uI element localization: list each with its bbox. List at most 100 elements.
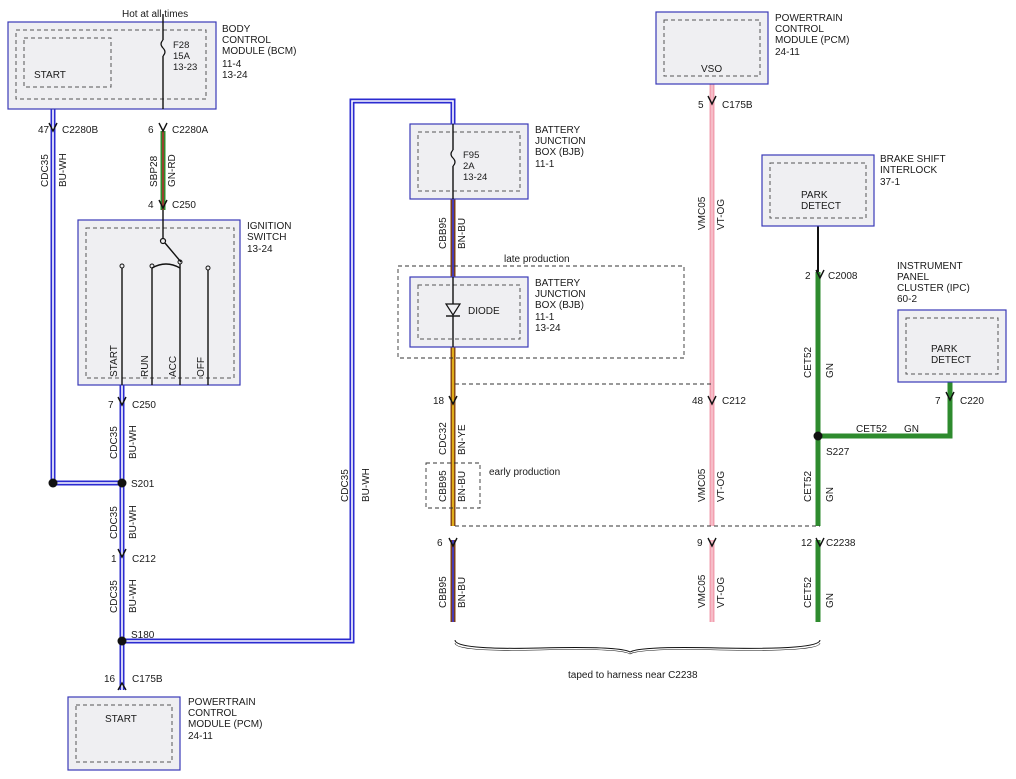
ignition-pos-off: OFF: [196, 357, 207, 377]
f28-fuse-symbol: [160, 39, 166, 57]
bsi-ref: 37-1: [880, 177, 900, 188]
bsi-box: [761, 154, 875, 227]
splice-label-s227: S227: [826, 447, 850, 458]
bjb-fuse-name-1: BATTERY: [535, 125, 581, 136]
wire-label-gn-top: CET52 GN: [803, 346, 836, 378]
connector-c220: 7 C220: [935, 391, 984, 407]
connector-c2238-bn: 6: [437, 537, 458, 549]
pcm-bottom-ref: 24-11: [188, 731, 213, 742]
pcm-bottom-name-2: CONTROL: [188, 708, 237, 719]
wire-color: BU-WH: [128, 505, 139, 539]
connector-arrow: [117, 548, 127, 559]
bcm-fuse-ref: 13-23: [173, 62, 197, 73]
splice-label-s201: S201: [131, 479, 155, 490]
connector-pin: 6: [437, 538, 443, 549]
connector-c250-bottom: 7 C250: [108, 396, 156, 411]
bjb-fuse-ref: 13-24: [463, 172, 487, 183]
wire-circuit: CET52: [803, 470, 814, 502]
bsi-name-1: BRAKE SHIFT: [880, 154, 946, 165]
connector-name: C212: [722, 396, 746, 407]
connector-pin: 5: [698, 100, 704, 111]
wire-color: VT-OG: [716, 577, 727, 608]
splice-dot-s227: [813, 431, 823, 441]
wire-color: BN-BU: [457, 471, 468, 502]
connector-pin: 16: [104, 674, 116, 685]
wire-circuit: CBB95: [438, 217, 449, 249]
connector-pin: 18: [433, 396, 445, 407]
pcm-bottom-pin: START: [105, 714, 137, 725]
bjb-diode-name-3: BOX (BJB): [535, 300, 584, 311]
ignition-pos-acc: ACC: [168, 356, 179, 377]
connector-pin: 1: [111, 554, 117, 565]
wire-label-cdc32: CDC32 BN-YE: [438, 422, 468, 455]
connector-pin: 7: [108, 400, 114, 411]
wire-color: GN: [825, 487, 836, 502]
pcm-top-ref: 24-11: [775, 47, 800, 58]
ipc-component: PARK DETECT INSTRUMENT PANEL CLUSTER (IP…: [897, 261, 1007, 383]
ignition-switch-component: IGNITION SWITCH 13-24 START RUN ACC OFF: [77, 210, 291, 386]
wire-circuit: CDC35: [109, 580, 120, 613]
wire-color: GN: [825, 593, 836, 608]
pcm-bottom-name-3: MODULE (PCM): [188, 719, 262, 730]
late-production-label: late production: [504, 254, 570, 265]
connector-c2280b: 47 C2280B: [38, 122, 98, 136]
pcm-top-component: VSO POWERTRAIN CONTROL MODULE (PCM) 24-1…: [655, 11, 849, 85]
connector-name: C250: [172, 200, 196, 211]
wire-color: BU-WH: [128, 579, 139, 613]
wire-label-gn-horizontal: CET52 GN: [856, 424, 919, 435]
bcm-fuse-id: F28: [173, 40, 189, 51]
connector-pin: 2: [805, 271, 811, 282]
connector-name: C250: [132, 400, 156, 411]
wire-label-layer: CDC35 BU-WH SBP28 GN-RD CDC35 BU-WH CDC3…: [40, 153, 919, 613]
wire-circuit: CBB95: [438, 470, 449, 502]
connector-arrow: [815, 537, 825, 548]
harness-brace: [454, 639, 821, 653]
wire-label-s201-c212: CDC35 BU-WH: [109, 505, 139, 539]
connector-c175b-bottom: 16 C175B: [104, 674, 163, 691]
wire-label-bn-bottom: CBB95 BN-BU: [438, 576, 468, 608]
connector-arrow: [158, 122, 168, 133]
pcm-bottom-box: [67, 696, 181, 771]
bjb-diode-inner: [417, 284, 521, 340]
diode-label: DIODE: [468, 306, 500, 317]
wire-layer: [50, 84, 953, 690]
bcm-pin-label: START: [34, 70, 66, 81]
wire-circuit: CDC35: [340, 469, 351, 502]
bjb-diode-name-1: BATTERY: [535, 278, 581, 289]
wire-color: BN-BU: [457, 577, 468, 608]
pcm-top-box: [655, 11, 769, 85]
connector-c2280a: 6 C2280A: [148, 122, 208, 136]
connector-arrow: [815, 269, 825, 280]
wire-label-gn-bottom: CET52 GN: [803, 576, 836, 608]
bcm-ref-2: 13-24: [222, 70, 248, 81]
connector-arrow: [158, 199, 168, 210]
connector-c212-mid: 18: [433, 395, 458, 407]
wire-color: BU-WH: [361, 468, 372, 502]
pcm-bottom-component: START POWERTRAIN CONTROL MODULE (PCM) 24…: [67, 696, 262, 771]
hot-at-all-times-label: Hot at all times: [122, 9, 188, 20]
wire-label-fuse-feed: SBP28 GN-RD: [149, 154, 178, 187]
connector-name: C175B: [722, 100, 753, 111]
wire-circuit: VMC05: [697, 196, 708, 230]
wire-circuit: CBB95: [438, 576, 449, 608]
early-production-region: [425, 462, 481, 509]
ipc-pin-2: DETECT: [931, 355, 971, 366]
ipc-pin-1: PARK: [931, 344, 958, 355]
splice-dot-s201: [117, 478, 127, 488]
splice-dot-s201-left: [48, 478, 58, 488]
ipc-ref: 60-2: [897, 294, 917, 305]
wire-circuit: VMC05: [697, 468, 708, 502]
ignition-box: [77, 219, 241, 386]
ipc-name-1: INSTRUMENT: [897, 261, 963, 272]
splice-dot-s180: [117, 636, 127, 646]
connector-pin: 7: [935, 396, 941, 407]
connector-c2238-gn: 12 C2238: [801, 537, 856, 549]
bcm-inner: [15, 29, 207, 100]
bjb-fuse-box: [409, 123, 529, 200]
connector-arrow: [117, 396, 127, 407]
wire-label-vso-mid: VMC05 VT-OG: [697, 468, 727, 502]
bjb-diode-ref-1: 11-1: [535, 312, 555, 323]
bcm-ref-1: 11-4: [222, 59, 242, 70]
connector-arrow: [448, 537, 458, 548]
